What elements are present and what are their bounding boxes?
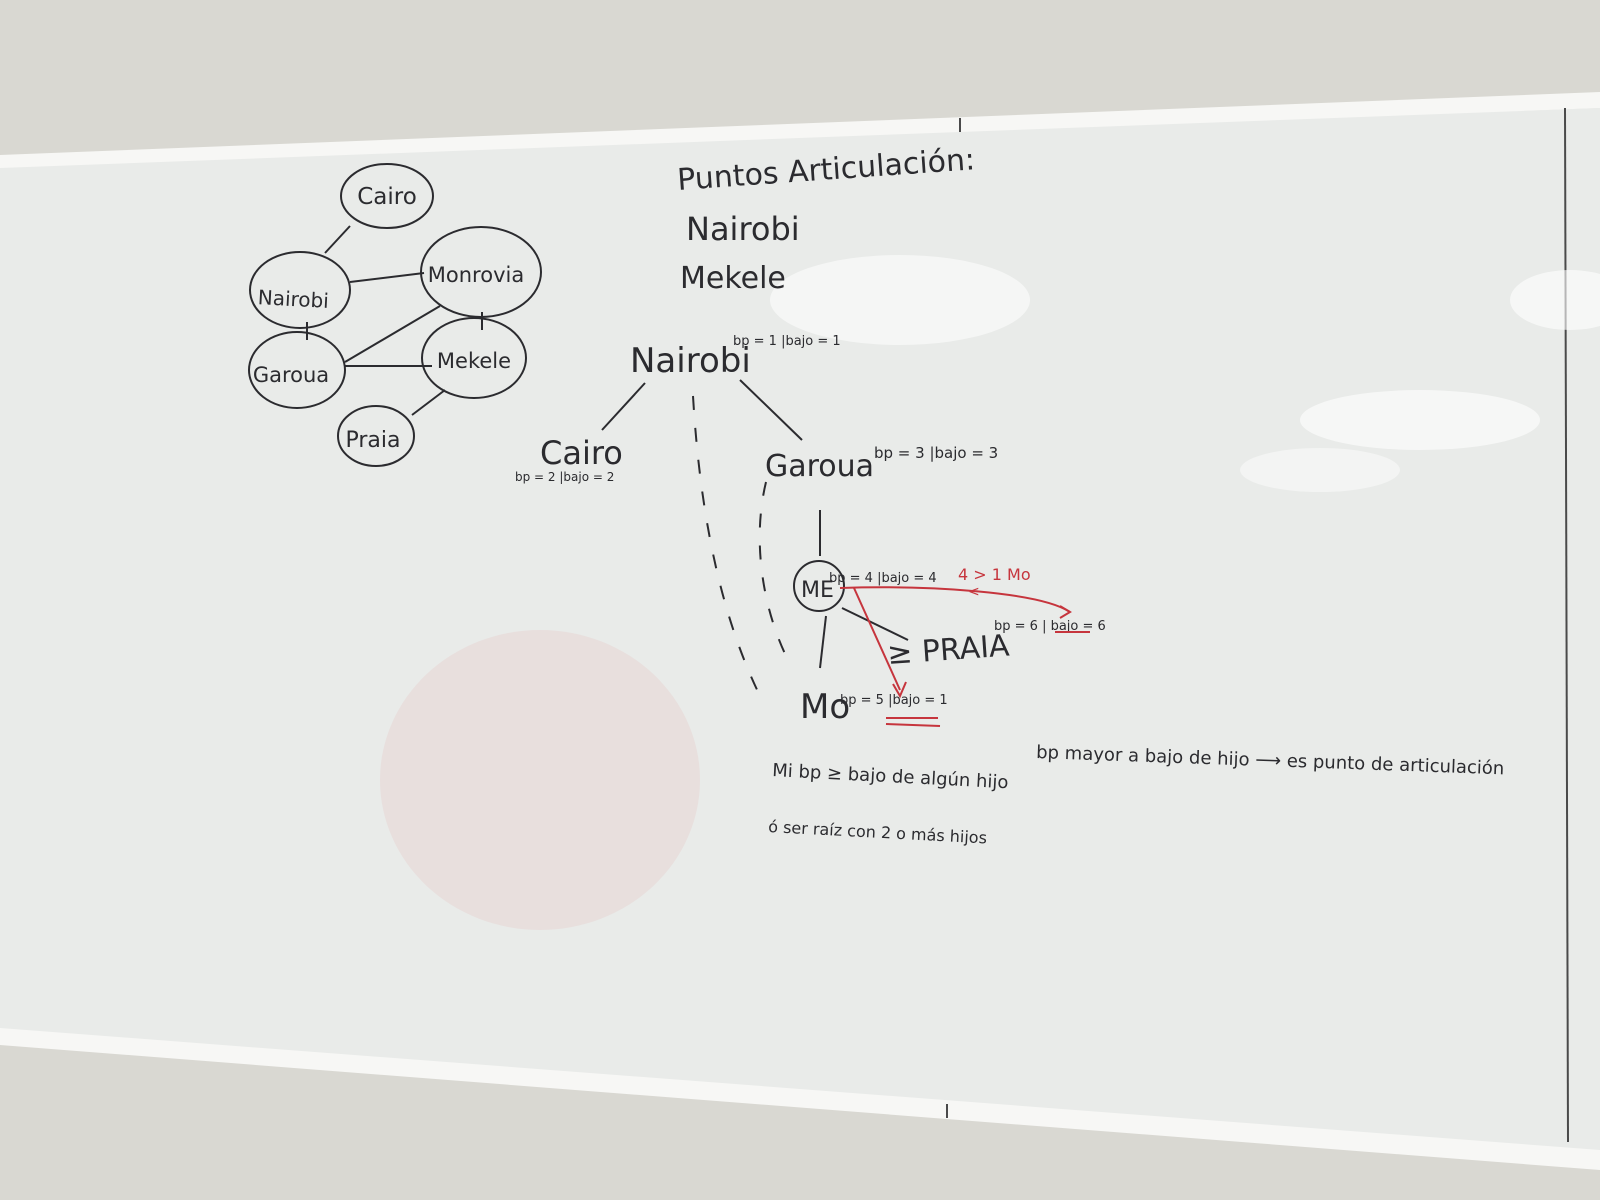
red-arrowhead-praia xyxy=(1059,605,1072,619)
tree-mo-meta: bp = 5 |bajo = 1 xyxy=(840,693,948,708)
board-top-frame xyxy=(0,92,1600,168)
tree-root-meta: bp = 1 |bajo = 1 xyxy=(733,334,841,349)
node-praia-circle xyxy=(337,405,415,467)
erased-smudge xyxy=(380,630,700,930)
node-nairobi-circle xyxy=(249,251,351,329)
glare xyxy=(1240,448,1400,492)
compare-note: 4 > 1 Mo xyxy=(958,565,1031,584)
compare-mark: < xyxy=(968,584,980,600)
edge-garoua-monrovia xyxy=(344,305,441,363)
node-monrovia-label: Monrovia xyxy=(428,263,524,287)
board-bottom-frame xyxy=(0,1028,1600,1170)
edge-praia-mekele xyxy=(411,389,446,416)
tree-edges xyxy=(601,379,909,701)
node-praia-label: Praia xyxy=(346,428,401,453)
node-mekele-label: Mekele xyxy=(437,349,511,373)
red-arrowhead-mo xyxy=(892,681,907,699)
graph-diagram xyxy=(248,163,542,467)
node-garoua-circle xyxy=(248,331,346,409)
edge-nairobi-monrovia xyxy=(349,272,425,283)
tree-root-label: Nairobi xyxy=(630,341,751,381)
tree-me-meta: bp = 4 |bajo = 4 xyxy=(829,571,937,586)
edge-cairo-nairobi xyxy=(324,225,351,254)
tree-edge-me-mo xyxy=(819,615,827,669)
glare xyxy=(1510,270,1600,330)
tree-praia-label: ≥ PRAIA xyxy=(886,629,1011,672)
back-edge-mo-nairobi xyxy=(692,395,763,701)
tree-cairo-meta: bp = 2 |bajo = 2 xyxy=(515,470,614,484)
tree-edge-nairobi-garoua xyxy=(739,379,803,441)
node-garoua-label: Garoua xyxy=(253,363,329,387)
glare xyxy=(1300,390,1540,450)
tree-praia-meta: bp = 6 | bajo = 6 xyxy=(994,619,1106,634)
back-edge-mo-garoua xyxy=(758,481,791,665)
node-me-circle xyxy=(793,560,845,612)
whiteboard xyxy=(0,108,1600,1160)
tree-garoua-meta: bp = 3 |bajo = 3 xyxy=(874,444,998,462)
tree-me-label: ME xyxy=(801,578,834,603)
heading-item-nairobi: Nairobi xyxy=(686,210,800,248)
tree-garoua-label: Garoua xyxy=(765,449,874,484)
heading-item-mekele: Mekele xyxy=(680,261,786,296)
red-arrow-me-mo xyxy=(853,587,901,691)
node-mekele-circle xyxy=(421,317,527,399)
red-arrow-me-praia xyxy=(839,586,1071,613)
node-nairobi-label: Nairobi xyxy=(257,285,329,313)
red-annotations xyxy=(839,586,1090,727)
tree-mo-label: Mo xyxy=(800,687,850,727)
node-monrovia-circle xyxy=(420,226,542,318)
red-underline-2 xyxy=(885,723,941,727)
tree-edge-nairobi-cairo xyxy=(601,382,646,431)
node-cairo-circle xyxy=(340,163,434,229)
glare xyxy=(770,255,1030,345)
tree-cairo-label: Cairo xyxy=(540,434,623,472)
tree-edge-me-praia xyxy=(841,607,909,641)
node-cairo-label: Cairo xyxy=(357,184,417,210)
